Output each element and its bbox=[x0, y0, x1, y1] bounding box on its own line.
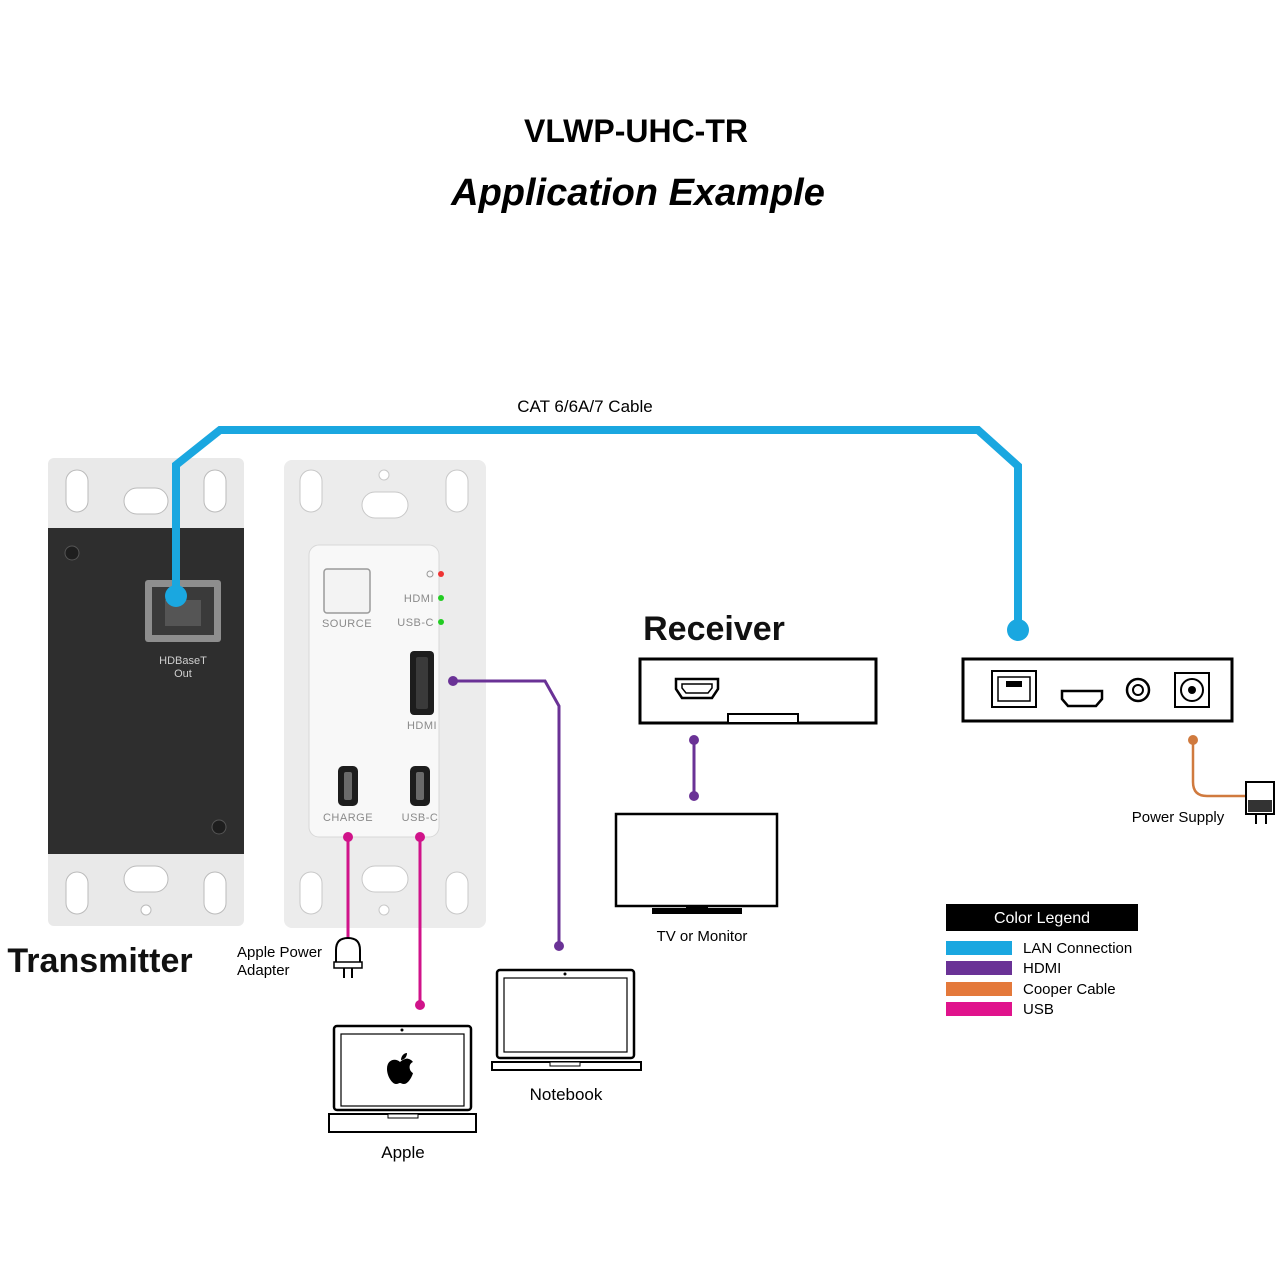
power-supply-label: Power Supply bbox=[1132, 809, 1225, 826]
apple-label: Apple bbox=[381, 1143, 424, 1162]
charge-port-label: CHARGE bbox=[323, 812, 373, 824]
color-legend: Color Legend LAN Connection HDMI Cooper … bbox=[946, 904, 1138, 1018]
model-title: VLWP-UHC-TR bbox=[524, 113, 748, 149]
lan-cable-end-transmitter bbox=[165, 585, 187, 607]
apple-logo-icon bbox=[387, 1053, 413, 1084]
legend-label-hdmi: HDMI bbox=[1023, 960, 1061, 977]
hdmi-led bbox=[438, 595, 444, 601]
legend-swatch-usb bbox=[946, 1002, 1012, 1016]
power-supply-icon bbox=[1245, 781, 1275, 824]
usbc-led-label: USB-C bbox=[397, 617, 434, 629]
tv-icon bbox=[614, 812, 779, 914]
source-button-label: SOURCE bbox=[322, 618, 372, 630]
cable-label: CAT 6/6A/7 Cable bbox=[517, 397, 652, 416]
source-button[interactable] bbox=[323, 568, 371, 614]
legend-title: Color Legend bbox=[994, 910, 1090, 927]
receiver-front bbox=[638, 657, 878, 725]
copper-cable bbox=[1191, 740, 1248, 798]
legend-swatch-hdmi bbox=[946, 961, 1012, 975]
notebook-label: Notebook bbox=[530, 1085, 603, 1104]
transmitter-front-plate bbox=[284, 460, 486, 928]
tv-label: TV or Monitor bbox=[657, 928, 748, 945]
legend-label-copper: Cooper Cable bbox=[1023, 981, 1116, 998]
receiver-label: Receiver bbox=[643, 610, 785, 648]
legend-label-usb: USB bbox=[1023, 1001, 1054, 1018]
notebook-icon bbox=[491, 968, 642, 1071]
page-title: Application Example bbox=[450, 172, 825, 214]
legend-swatch-lan bbox=[946, 941, 1012, 955]
transmitter-label: Transmitter bbox=[7, 942, 192, 980]
hdmi-cable-notebook bbox=[453, 679, 561, 946]
power-icon bbox=[426, 570, 434, 578]
receiver-rear bbox=[961, 657, 1234, 723]
usbc-port-label: USB-C bbox=[402, 812, 439, 824]
legend-label-lan: LAN Connection bbox=[1023, 940, 1132, 957]
power-led bbox=[438, 571, 444, 577]
apple-adapter-label-line1: Apple Power bbox=[237, 944, 322, 961]
lan-cable-end-receiver bbox=[1007, 619, 1029, 641]
apple-power-adapter-icon bbox=[333, 936, 363, 978]
hdbaset-label-line2: Out bbox=[174, 668, 192, 680]
hdmi-led-label: HDMI bbox=[404, 593, 434, 605]
usbc-led bbox=[438, 619, 444, 625]
hdbaset-label-line1: HDBaseT bbox=[159, 655, 207, 667]
legend-header bbox=[946, 904, 1138, 931]
legend-swatch-copper bbox=[946, 982, 1012, 996]
transmitter-rear-plate bbox=[48, 458, 244, 926]
apple-adapter-label-line2: Adapter bbox=[237, 962, 290, 979]
lan-cable bbox=[172, 426, 1022, 630]
hdmi-port-label: HDMI bbox=[407, 720, 437, 732]
